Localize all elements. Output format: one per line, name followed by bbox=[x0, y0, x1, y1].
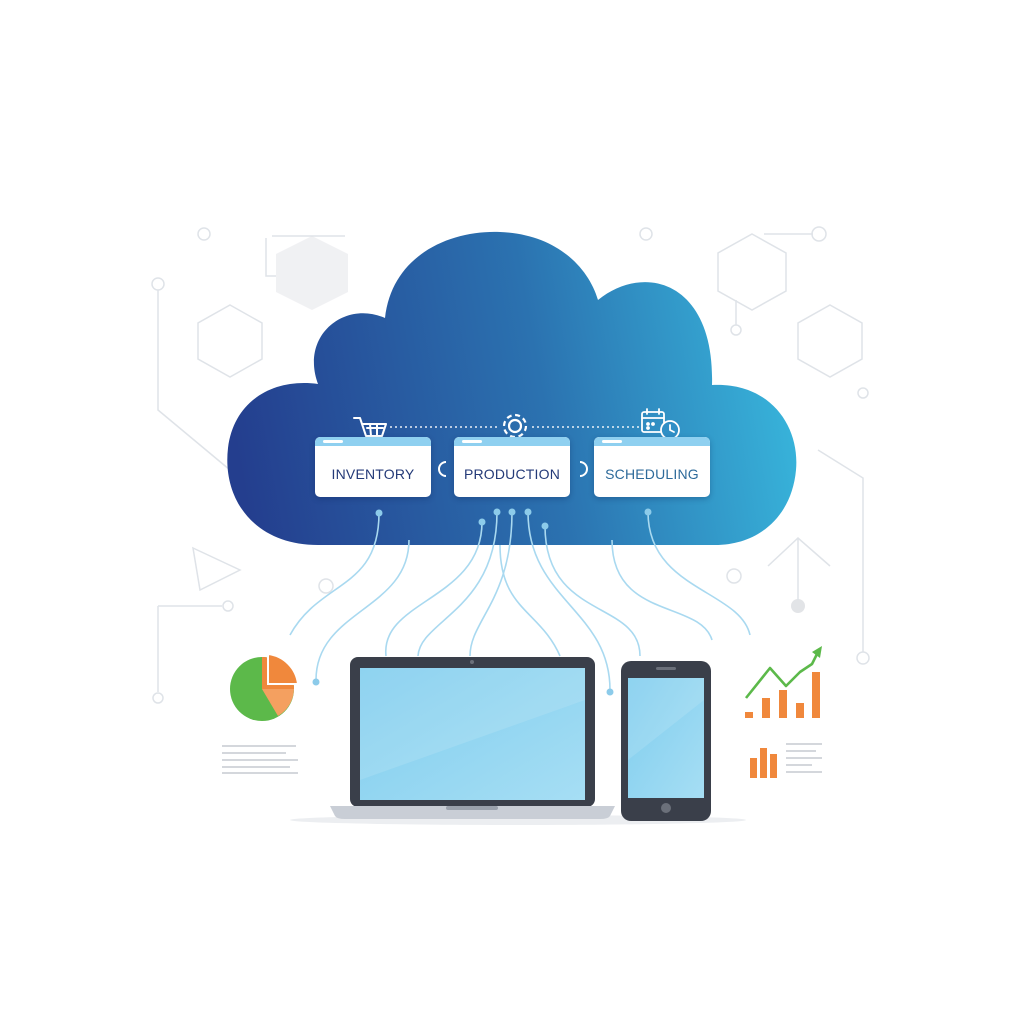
production-module-label: PRODUCTION bbox=[463, 466, 561, 482]
connector-nodes bbox=[312, 508, 652, 696]
laptop bbox=[330, 657, 615, 819]
smartphone bbox=[621, 661, 711, 821]
inventory-module-label: INVENTORY bbox=[331, 466, 415, 482]
scheduling-module-card: SCHEDULING bbox=[594, 437, 710, 497]
inventory-module-card: INVENTORY bbox=[315, 437, 431, 497]
gear-icon bbox=[502, 413, 528, 439]
hexagon bbox=[797, 304, 863, 378]
triangle bbox=[192, 546, 242, 592]
hexagon bbox=[717, 233, 787, 311]
production-module-card: PRODUCTION bbox=[454, 437, 570, 497]
hexagon bbox=[276, 236, 348, 310]
line-bar-chart-icon bbox=[744, 646, 822, 718]
bar-chart-icon bbox=[750, 748, 777, 778]
scheduling-module-label: SCHEDULING bbox=[605, 466, 699, 482]
text-lines bbox=[222, 745, 298, 774]
text-lines bbox=[786, 743, 822, 773]
background-network bbox=[151, 226, 870, 704]
pie-chart-icon bbox=[230, 652, 300, 721]
module-join-markers bbox=[438, 461, 588, 477]
connector-lines bbox=[289, 511, 751, 691]
hexagon bbox=[197, 304, 263, 378]
